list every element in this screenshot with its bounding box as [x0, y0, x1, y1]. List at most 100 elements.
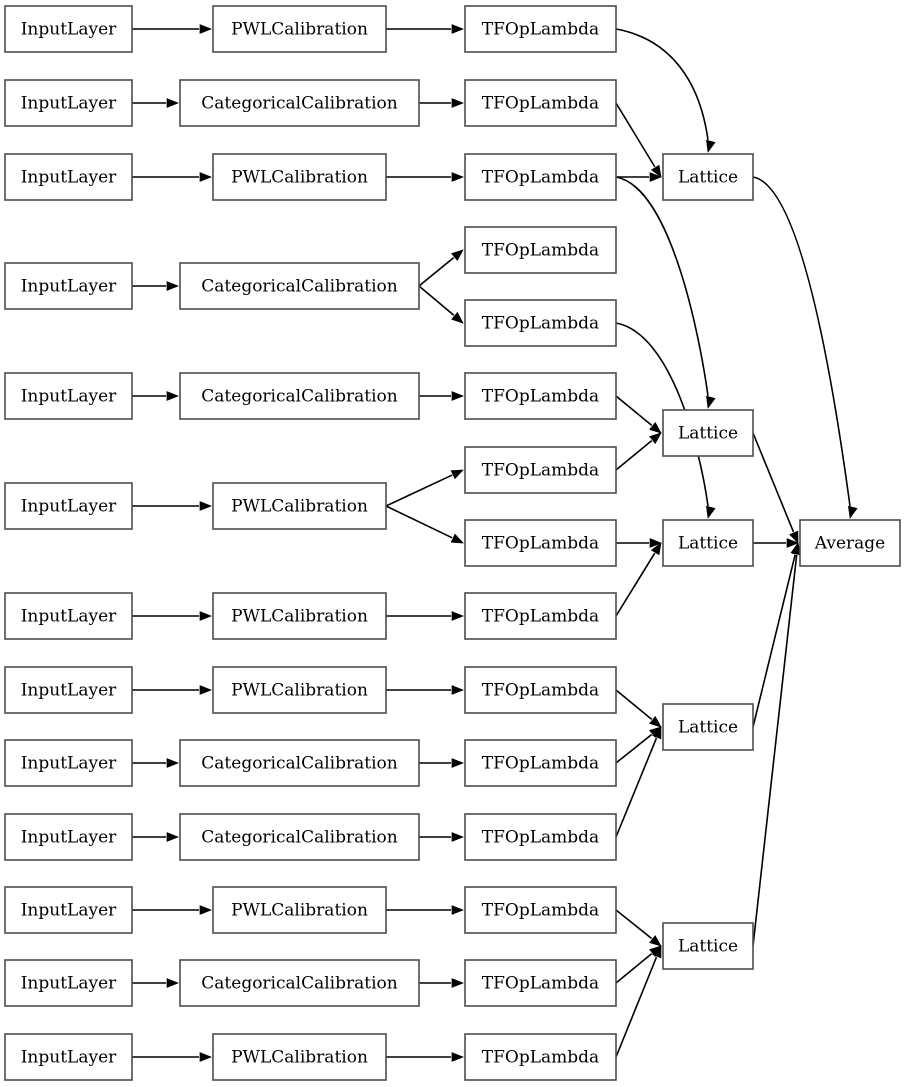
- node-box-tfop-lambda[interactable]: [464, 299, 617, 347]
- node-cal7[interactable]: PWLCalibration: [212, 592, 387, 640]
- node-in12[interactable]: InputLayer: [4, 959, 133, 1007]
- node-box-tfop-lambda[interactable]: [464, 153, 617, 201]
- node-in4[interactable]: InputLayer: [4, 262, 133, 310]
- node-op1[interactable]: TFOpLambda: [464, 5, 617, 53]
- node-op10[interactable]: TFOpLambda: [464, 666, 617, 714]
- node-cal1[interactable]: PWLCalibration: [212, 5, 387, 53]
- node-op5[interactable]: TFOpLambda: [464, 299, 617, 347]
- node-box-tfop-lambda[interactable]: [464, 592, 617, 640]
- node-op15[interactable]: TFOpLambda: [464, 1033, 617, 1081]
- node-op3[interactable]: TFOpLambda: [464, 153, 617, 201]
- edge-arrowhead: [199, 611, 212, 621]
- node-cal8[interactable]: PWLCalibration: [212, 666, 387, 714]
- node-op8[interactable]: TFOpLambda: [464, 519, 617, 567]
- node-lat2[interactable]: Lattice: [662, 409, 754, 457]
- node-in3[interactable]: InputLayer: [4, 153, 133, 201]
- node-op2[interactable]: TFOpLambda: [464, 79, 617, 127]
- node-box-pwlcalibration[interactable]: [212, 886, 387, 934]
- edge-lattice-to-average: [752, 542, 802, 947]
- node-box-pwlcalibration[interactable]: [212, 482, 387, 530]
- node-box-tfop-lambda[interactable]: [464, 372, 617, 420]
- node-op11[interactable]: TFOpLambda: [464, 739, 617, 787]
- node-in5[interactable]: InputLayer: [4, 372, 133, 420]
- node-box-input-layer[interactable]: [4, 372, 133, 420]
- node-box-input-layer[interactable]: [4, 79, 133, 127]
- node-op13[interactable]: TFOpLambda: [464, 886, 617, 934]
- node-box-tfop-lambda[interactable]: [464, 5, 617, 53]
- node-lat1[interactable]: Lattice: [662, 153, 754, 201]
- node-box-tfop-lambda[interactable]: [464, 813, 617, 861]
- node-box-input-layer[interactable]: [4, 739, 133, 787]
- node-box-categorical-calibration[interactable]: [179, 813, 420, 861]
- node-box-tfop-lambda[interactable]: [464, 519, 617, 567]
- node-box-tfop-lambda[interactable]: [464, 79, 617, 127]
- node-box-input-layer[interactable]: [4, 262, 133, 310]
- node-cal3[interactable]: PWLCalibration: [212, 153, 387, 201]
- node-op14[interactable]: TFOpLambda: [464, 959, 617, 1007]
- node-box-input-layer[interactable]: [4, 482, 133, 530]
- edge-arrowhead: [451, 98, 464, 108]
- edge-tfop-lambda-to-lattice: [615, 542, 662, 617]
- node-in2[interactable]: InputLayer: [4, 79, 133, 127]
- node-op7[interactable]: TFOpLambda: [464, 446, 617, 494]
- node-cal5[interactable]: CategoricalCalibration: [179, 372, 420, 420]
- node-box-lattice[interactable]: [662, 922, 754, 970]
- node-box-lattice[interactable]: [662, 153, 754, 201]
- node-in8[interactable]: InputLayer: [4, 666, 133, 714]
- node-in11[interactable]: InputLayer: [4, 886, 133, 934]
- node-box-pwlcalibration[interactable]: [212, 153, 387, 201]
- node-avg[interactable]: Average: [799, 519, 901, 567]
- node-cal13[interactable]: PWLCalibration: [212, 1033, 387, 1081]
- node-in13[interactable]: InputLayer: [4, 1033, 133, 1081]
- node-box-lattice[interactable]: [662, 519, 754, 567]
- node-box-tfop-lambda[interactable]: [464, 226, 617, 274]
- node-in6[interactable]: InputLayer: [4, 482, 133, 530]
- node-box-lattice[interactable]: [662, 703, 754, 751]
- node-op6[interactable]: TFOpLambda: [464, 372, 617, 420]
- node-box-lattice[interactable]: [662, 409, 754, 457]
- node-box-pwlcalibration[interactable]: [212, 592, 387, 640]
- node-in9[interactable]: InputLayer: [4, 739, 133, 787]
- node-in10[interactable]: InputLayer: [4, 813, 133, 861]
- node-op9[interactable]: TFOpLambda: [464, 592, 617, 640]
- node-box-tfop-lambda[interactable]: [464, 886, 617, 934]
- node-box-input-layer[interactable]: [4, 886, 133, 934]
- node-in1[interactable]: InputLayer: [4, 5, 133, 53]
- node-box-categorical-calibration[interactable]: [179, 79, 420, 127]
- node-box-pwlcalibration[interactable]: [212, 666, 387, 714]
- node-cal9[interactable]: CategoricalCalibration: [179, 739, 420, 787]
- node-box-input-layer[interactable]: [4, 153, 133, 201]
- node-box-input-layer[interactable]: [4, 1033, 133, 1081]
- node-cal12[interactable]: CategoricalCalibration: [179, 959, 420, 1007]
- node-box-tfop-lambda[interactable]: [464, 666, 617, 714]
- edge-input-layer-to-categorical-calibration: [132, 978, 179, 988]
- node-in7[interactable]: InputLayer: [4, 592, 133, 640]
- node-box-pwlcalibration[interactable]: [212, 1033, 387, 1081]
- node-box-tfop-lambda[interactable]: [464, 446, 617, 494]
- node-box-tfop-lambda[interactable]: [464, 739, 617, 787]
- node-cal11[interactable]: PWLCalibration: [212, 886, 387, 934]
- node-box-input-layer[interactable]: [4, 666, 133, 714]
- node-box-input-layer[interactable]: [4, 813, 133, 861]
- node-cal4[interactable]: CategoricalCalibration: [179, 262, 420, 310]
- node-box-categorical-calibration[interactable]: [179, 372, 420, 420]
- node-box-input-layer[interactable]: [4, 592, 133, 640]
- edge-arrowhead: [199, 172, 212, 182]
- node-cal10[interactable]: CategoricalCalibration: [179, 813, 420, 861]
- node-box-categorical-calibration[interactable]: [179, 959, 420, 1007]
- node-op4[interactable]: TFOpLambda: [464, 226, 617, 274]
- node-box-categorical-calibration[interactable]: [179, 739, 420, 787]
- node-box-tfop-lambda[interactable]: [464, 959, 617, 1007]
- node-cal6[interactable]: PWLCalibration: [212, 482, 387, 530]
- node-lat4[interactable]: Lattice: [662, 703, 754, 751]
- node-box-input-layer[interactable]: [4, 5, 133, 53]
- node-box-average[interactable]: [799, 519, 901, 567]
- node-op12[interactable]: TFOpLambda: [464, 813, 617, 861]
- node-lat5[interactable]: Lattice: [662, 922, 754, 970]
- node-box-pwlcalibration[interactable]: [212, 5, 387, 53]
- node-lat3[interactable]: Lattice: [662, 519, 754, 567]
- node-box-categorical-calibration[interactable]: [179, 262, 420, 310]
- node-cal2[interactable]: CategoricalCalibration: [179, 79, 420, 127]
- node-box-tfop-lambda[interactable]: [464, 1033, 617, 1081]
- node-box-input-layer[interactable]: [4, 959, 133, 1007]
